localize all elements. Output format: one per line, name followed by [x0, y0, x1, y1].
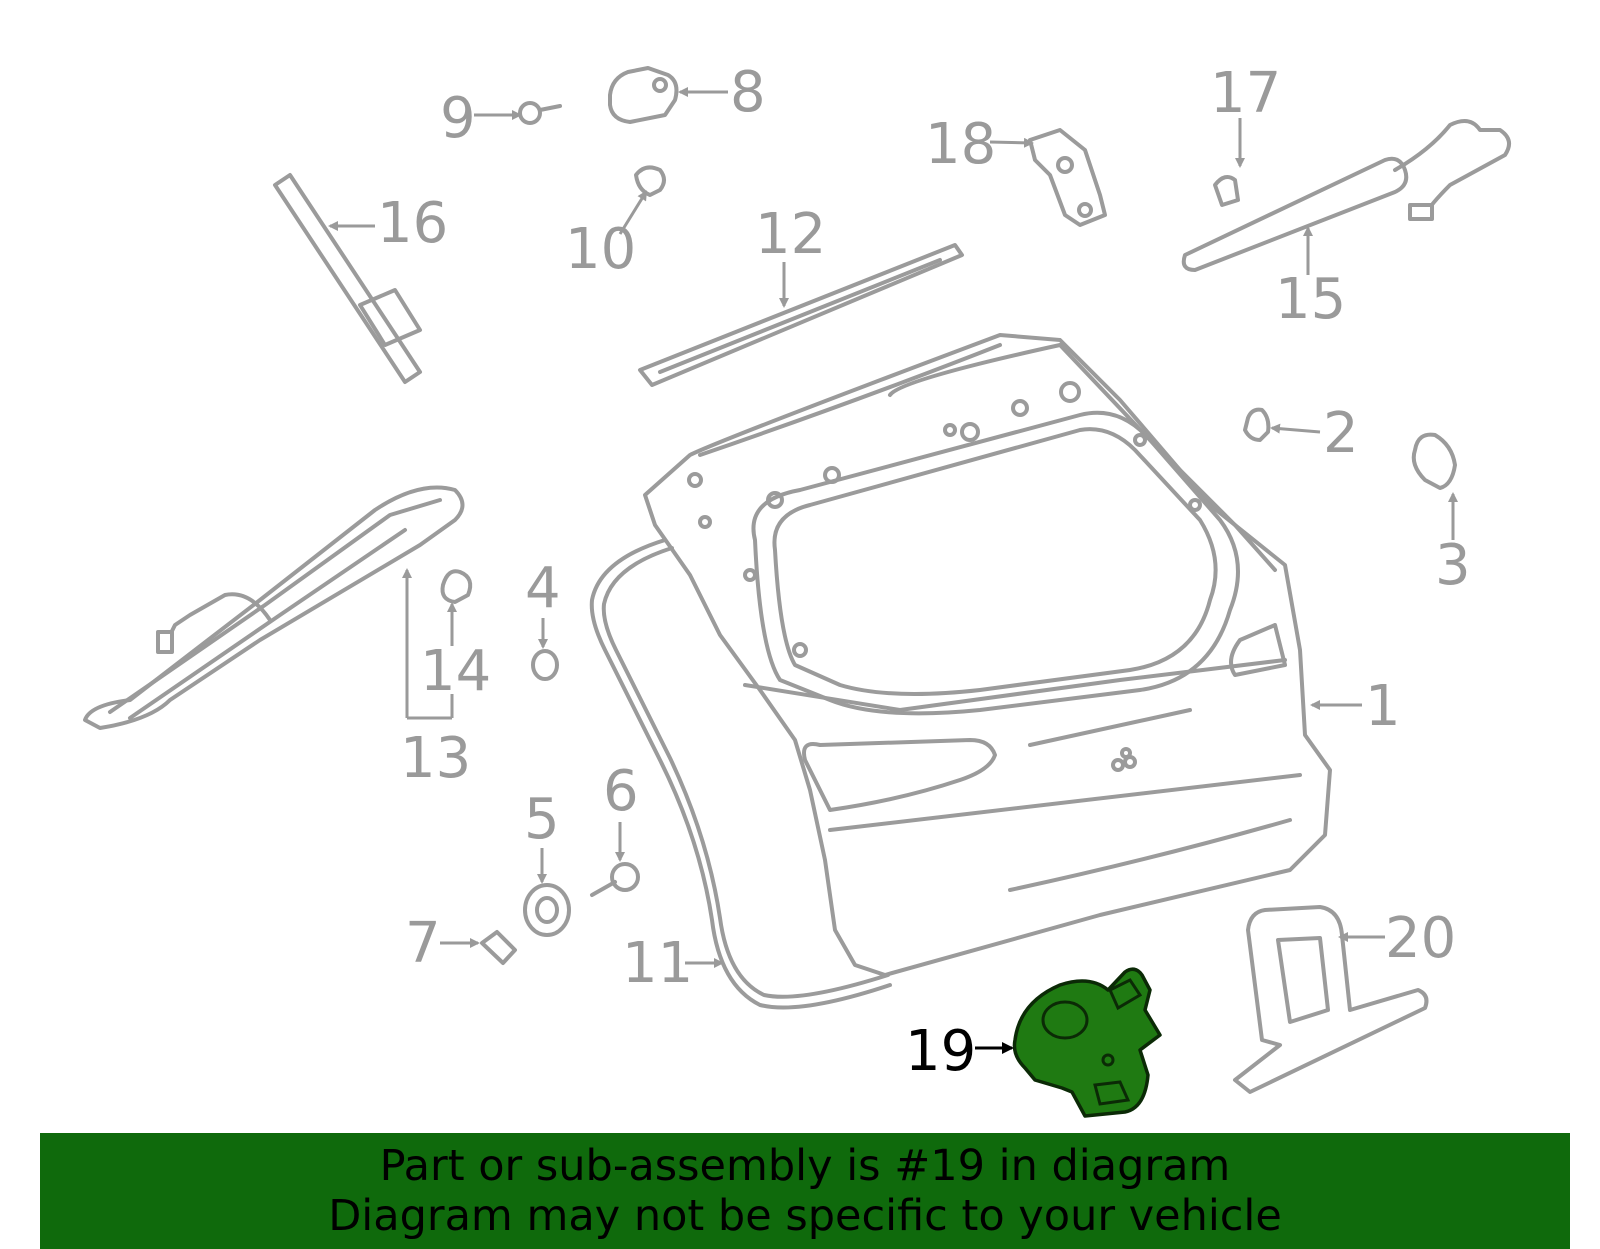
callout-2[interactable]: 2	[1323, 401, 1359, 466]
switch-part-3	[1411, 432, 1457, 490]
trim-panel-part	[83, 485, 465, 730]
callout-15[interactable]: 15	[1275, 267, 1346, 332]
callout-5[interactable]: 5	[524, 787, 560, 852]
callout-14[interactable]: 14	[420, 639, 491, 704]
callout-1[interactable]: 1	[1365, 674, 1401, 739]
washer-part-5	[523, 883, 571, 937]
bolt-part-6	[590, 862, 640, 897]
liftgate-panel-part	[643, 333, 1332, 977]
callout-3[interactable]: 3	[1435, 533, 1471, 598]
callout-17[interactable]: 17	[1210, 61, 1281, 126]
clip-part-14	[440, 569, 473, 604]
bumper-part-2	[1243, 407, 1271, 442]
callout-10[interactable]: 10	[565, 217, 636, 282]
callout-16[interactable]: 16	[377, 191, 448, 256]
bracket-part-20	[1233, 905, 1429, 1094]
callout-7[interactable]: 7	[405, 911, 441, 976]
bolt-part-9	[518, 101, 562, 125]
strut-part-16	[273, 173, 422, 384]
banner-line-2: Diagram may not be specific to your vehi…	[328, 1191, 1282, 1241]
info-banner: Part or sub-assembly is #19 in diagram D…	[40, 1133, 1570, 1249]
clip-part-10	[634, 165, 666, 197]
callout-20[interactable]: 20	[1385, 906, 1456, 971]
weatherstrip-part	[589, 538, 892, 1010]
latch-part-19	[1012, 967, 1162, 1118]
callout-18[interactable]: 18	[925, 112, 996, 177]
callout-4[interactable]: 4	[525, 556, 561, 621]
callout-6[interactable]: 6	[603, 759, 639, 824]
power-strut-part-15	[1181, 119, 1511, 272]
plug-part-4	[531, 649, 559, 681]
callout-19[interactable]: 19	[905, 1019, 976, 1084]
bolt-part-17	[1213, 174, 1240, 207]
callout-8[interactable]: 8	[730, 60, 766, 125]
nut-part-7	[480, 930, 517, 965]
sensor-part-8	[608, 66, 679, 124]
callout-11[interactable]: 11	[622, 931, 693, 996]
callout-labels: 1 2 3 4 5 6 7 8 9 10 11 12 13 14 15 16 1…	[377, 60, 1471, 1084]
callout-13[interactable]: 13	[400, 726, 471, 791]
spoiler-strip-part	[638, 243, 964, 387]
callout-9[interactable]: 9	[440, 86, 476, 151]
banner-line-1: Part or sub-assembly is #19 in diagram	[379, 1141, 1231, 1191]
bracket-part-18	[1028, 128, 1107, 227]
leader-lines	[328, 87, 1458, 1054]
callout-12[interactable]: 12	[755, 202, 826, 267]
